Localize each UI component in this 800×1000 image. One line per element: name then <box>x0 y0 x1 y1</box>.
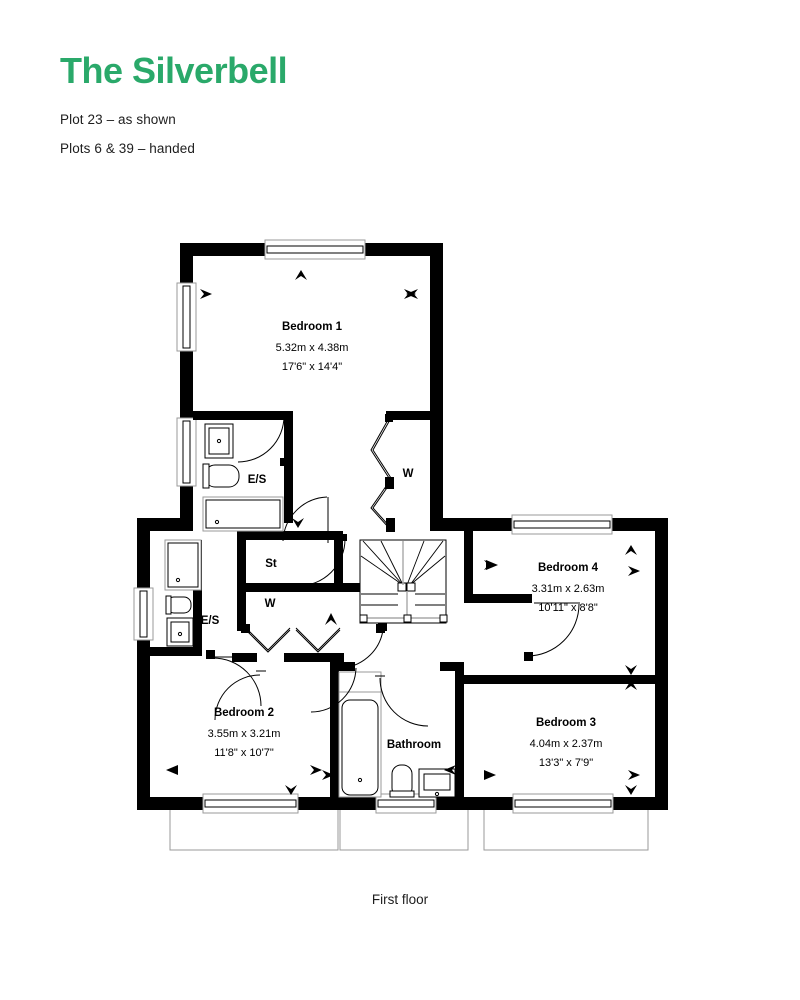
room-dim-imperial-bedroom3: 13'3" x 7'9" <box>539 757 593 769</box>
ensuite-lower-fixtures <box>164 539 202 647</box>
room-dim-metric-bedroom2: 3.55m x 3.21m <box>208 728 281 740</box>
page-title: The Silverbell <box>60 50 288 91</box>
wardrobe-doors <box>241 414 394 669</box>
room-label-bedroom2: Bedroom 2 <box>214 707 274 719</box>
room-label-bedroom3: Bedroom 3 <box>536 717 596 729</box>
room-label-bedroom4: Bedroom 4 <box>538 562 599 574</box>
room-label-wardrobe-upper: W <box>403 468 414 480</box>
room-dim-metric-bedroom3: 4.04m x 2.37m <box>530 738 603 750</box>
room-dim-metric-bedroom1: 5.32m x 4.38m <box>276 342 349 354</box>
bathroom-fixtures <box>338 671 456 798</box>
door-swings <box>206 411 580 727</box>
room-label-ensuite-lower: E/S <box>201 615 220 627</box>
plot-subtitle-secondary: Plots 6 & 39 – handed <box>60 140 195 156</box>
room-labels: Bedroom 1 5.32m x 4.38m 17'6" x 14'4" Be… <box>201 321 605 769</box>
ensuite-upper-fixtures <box>202 423 284 532</box>
plan-header: The Silverbell Plot 23 – as shown Plots … <box>60 52 660 170</box>
room-label-ensuite-upper: E/S <box>248 474 267 486</box>
staircase <box>359 539 448 624</box>
direction-arrows <box>166 270 640 795</box>
room-label-bathroom: Bathroom <box>387 739 441 751</box>
room-dim-imperial-bedroom2: 11'8" x 10'7" <box>214 747 274 759</box>
room-dim-imperial-bedroom4: 10'11" x 8'8" <box>538 602 598 614</box>
room-label-store: St <box>265 558 277 570</box>
room-dim-metric-bedroom4: 3.31m x 2.63m <box>532 583 605 595</box>
room-dim-imperial-bedroom1: 17'6" x 14'4" <box>282 361 342 373</box>
canopy-outlines <box>169 810 649 851</box>
room-label-bedroom1: Bedroom 1 <box>282 321 343 333</box>
floor-caption: First floor <box>371 892 429 907</box>
windows <box>133 239 614 814</box>
plot-subtitle-primary: Plot 23 – as shown <box>60 111 176 127</box>
room-label-wardrobe-lower: W <box>265 598 276 610</box>
